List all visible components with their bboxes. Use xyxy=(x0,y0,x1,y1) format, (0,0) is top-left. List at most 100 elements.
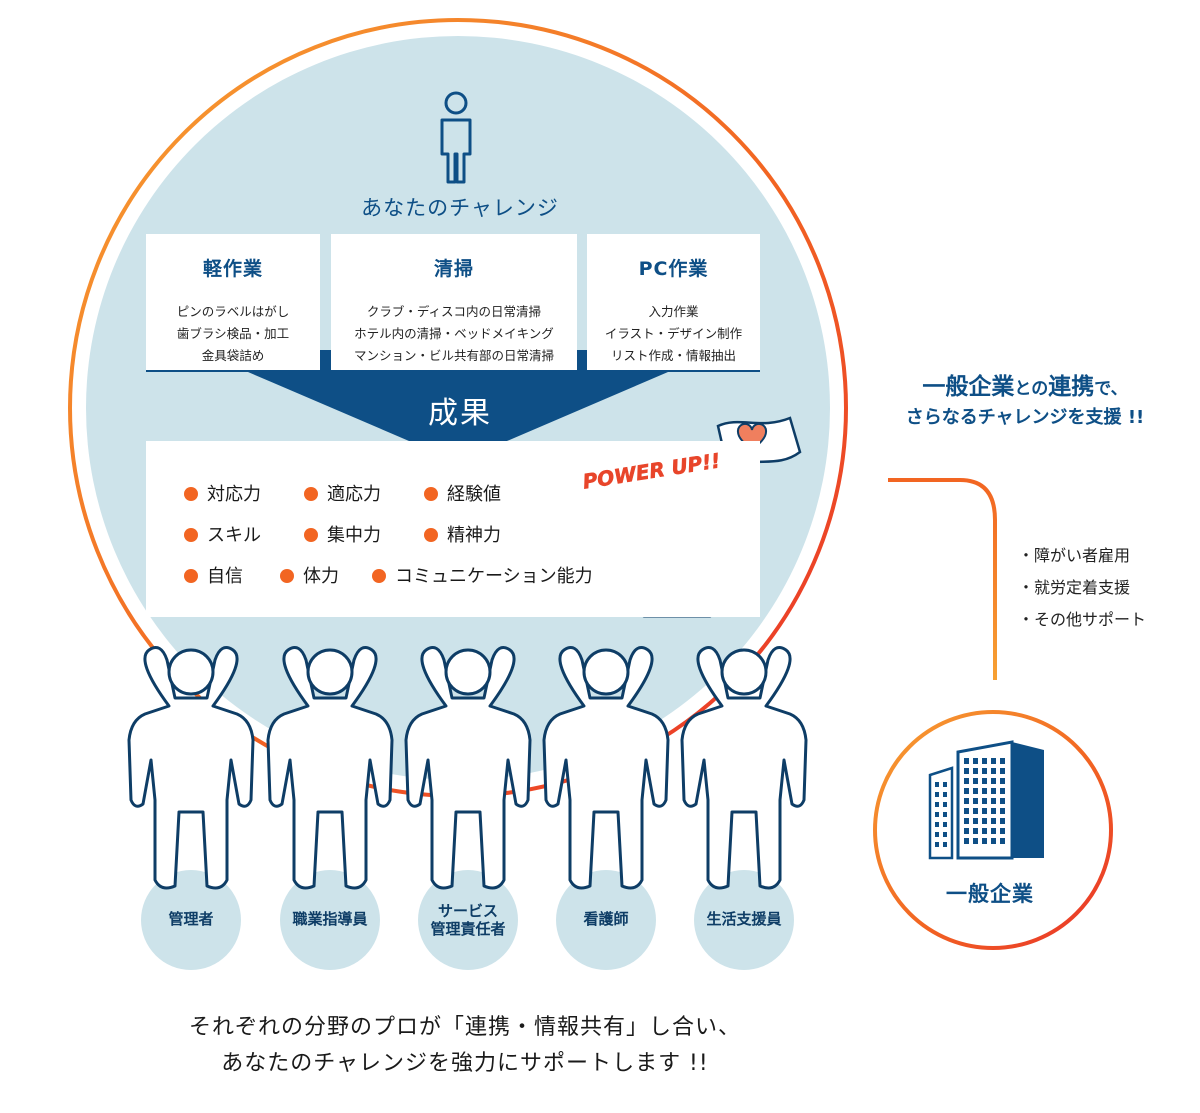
skill-item: 精神力 xyxy=(424,521,501,547)
skill-item: 体力 xyxy=(280,562,339,588)
window xyxy=(935,792,939,797)
card-item: ピンのラベルはがし xyxy=(176,304,290,319)
support-item: ・就労定着支援 xyxy=(1018,578,1131,597)
window xyxy=(973,838,978,844)
skill-item: 対応力 xyxy=(184,480,261,506)
window xyxy=(991,838,996,844)
window xyxy=(991,828,996,834)
card-light-work: 軽作業 ピンのラベルはがし 歯ブラシ検品・加工 金具袋詰め xyxy=(146,234,320,370)
card-title: 軽作業 xyxy=(202,258,263,280)
role-circle xyxy=(418,870,518,970)
window xyxy=(973,778,978,784)
headline-line2: さらなるチャレンジを支援 !! xyxy=(905,407,1145,428)
staff-body xyxy=(266,646,394,890)
card-item: ホテル内の清掃・ベッドメイキング xyxy=(354,326,554,341)
window xyxy=(973,798,978,804)
staff-body xyxy=(680,646,808,890)
staff-person-icon xyxy=(680,646,808,890)
result-label: 成果 xyxy=(428,396,492,431)
window xyxy=(935,842,939,847)
card-cleaning: 清掃 クラブ・ディスコ内の日常清掃 ホテル内の清掃・ベッドメイキング マンション… xyxy=(331,234,577,370)
challenge-title: あなたのチャレンジ xyxy=(361,196,559,220)
bullet-dot-icon xyxy=(424,528,438,542)
card-item: リスト作成・情報抽出 xyxy=(610,348,736,363)
window xyxy=(1000,828,1005,834)
card-pc-work: PC作業 入力作業 イラスト・デザイン制作 リスト作成・情報抽出 xyxy=(587,234,760,370)
role-label: 看護師 xyxy=(583,910,629,928)
window xyxy=(943,832,947,837)
window xyxy=(935,822,939,827)
staff-body xyxy=(404,646,532,890)
support-item: ・その他サポート xyxy=(1018,610,1147,629)
building-icon xyxy=(928,740,1044,860)
staff-head xyxy=(167,648,215,696)
window xyxy=(982,758,987,764)
window xyxy=(935,802,939,807)
staff-person-icon xyxy=(266,646,394,890)
role-nurse: 看護師 xyxy=(556,910,656,928)
role-label: 生活支援員 xyxy=(706,910,782,928)
window xyxy=(1000,778,1005,784)
bullet-dot-icon xyxy=(184,569,198,583)
role-manager: 管理者 xyxy=(141,910,241,928)
window xyxy=(1000,798,1005,804)
role-circle xyxy=(280,870,380,970)
window xyxy=(1000,808,1005,814)
window xyxy=(982,778,987,784)
bullet-dot-icon xyxy=(372,569,386,583)
window xyxy=(982,818,987,824)
skill-label: 適応力 xyxy=(327,484,381,505)
window xyxy=(991,808,996,814)
window xyxy=(1000,818,1005,824)
headline-part: 連携 xyxy=(1048,374,1095,400)
window xyxy=(964,818,969,824)
window xyxy=(964,758,969,764)
window xyxy=(1000,838,1005,844)
window xyxy=(982,798,987,804)
window xyxy=(943,812,947,817)
window xyxy=(1000,758,1005,764)
bullet-dot-icon xyxy=(280,569,294,583)
window xyxy=(991,788,996,794)
window xyxy=(982,828,987,834)
window xyxy=(935,812,939,817)
role-label: 管理責任者 xyxy=(430,920,506,938)
staff-person-icon xyxy=(127,646,255,890)
skill-label: スキル xyxy=(207,525,261,546)
window xyxy=(964,808,969,814)
card-item: イラスト・デザイン制作 xyxy=(604,326,743,341)
skill-item: 経験値 xyxy=(424,480,501,506)
bullet-dot-icon xyxy=(424,487,438,501)
headline-part: との xyxy=(1014,379,1049,399)
staff-head xyxy=(444,648,492,696)
bottom-message: それぞれの分野のプロが「連携・情報共有」し合い、 あなたのチャレンジを強力にサポ… xyxy=(100,1010,830,1082)
window xyxy=(1000,788,1005,794)
card-item: 歯ブラシ検品・加工 xyxy=(176,326,290,341)
window xyxy=(991,758,996,764)
window xyxy=(964,798,969,804)
window xyxy=(973,818,978,824)
enterprise-label: 一般企業 xyxy=(946,882,1034,906)
window xyxy=(964,768,969,774)
window xyxy=(935,832,939,837)
window xyxy=(943,822,947,827)
window xyxy=(982,768,987,774)
skill-label: 自信 xyxy=(207,566,243,587)
window xyxy=(973,788,978,794)
role-service-manager: サービス管理責任者 xyxy=(418,902,518,938)
window xyxy=(991,768,996,774)
connector-line xyxy=(888,478,997,680)
skill-label: 経験値 xyxy=(447,484,501,505)
skill-item: コミュニケーション能力 xyxy=(372,562,593,588)
bullet-dot-icon xyxy=(184,528,198,542)
bullet-dot-icon xyxy=(304,528,318,542)
window xyxy=(982,838,987,844)
staff-body xyxy=(127,646,255,890)
role-circle xyxy=(694,870,794,970)
window xyxy=(982,788,987,794)
person-icon xyxy=(440,91,472,184)
skill-item: 適応力 xyxy=(304,480,381,506)
staff-head xyxy=(720,648,768,696)
role-vocational-instructor: 職業指導員 xyxy=(280,910,380,928)
window xyxy=(982,808,987,814)
